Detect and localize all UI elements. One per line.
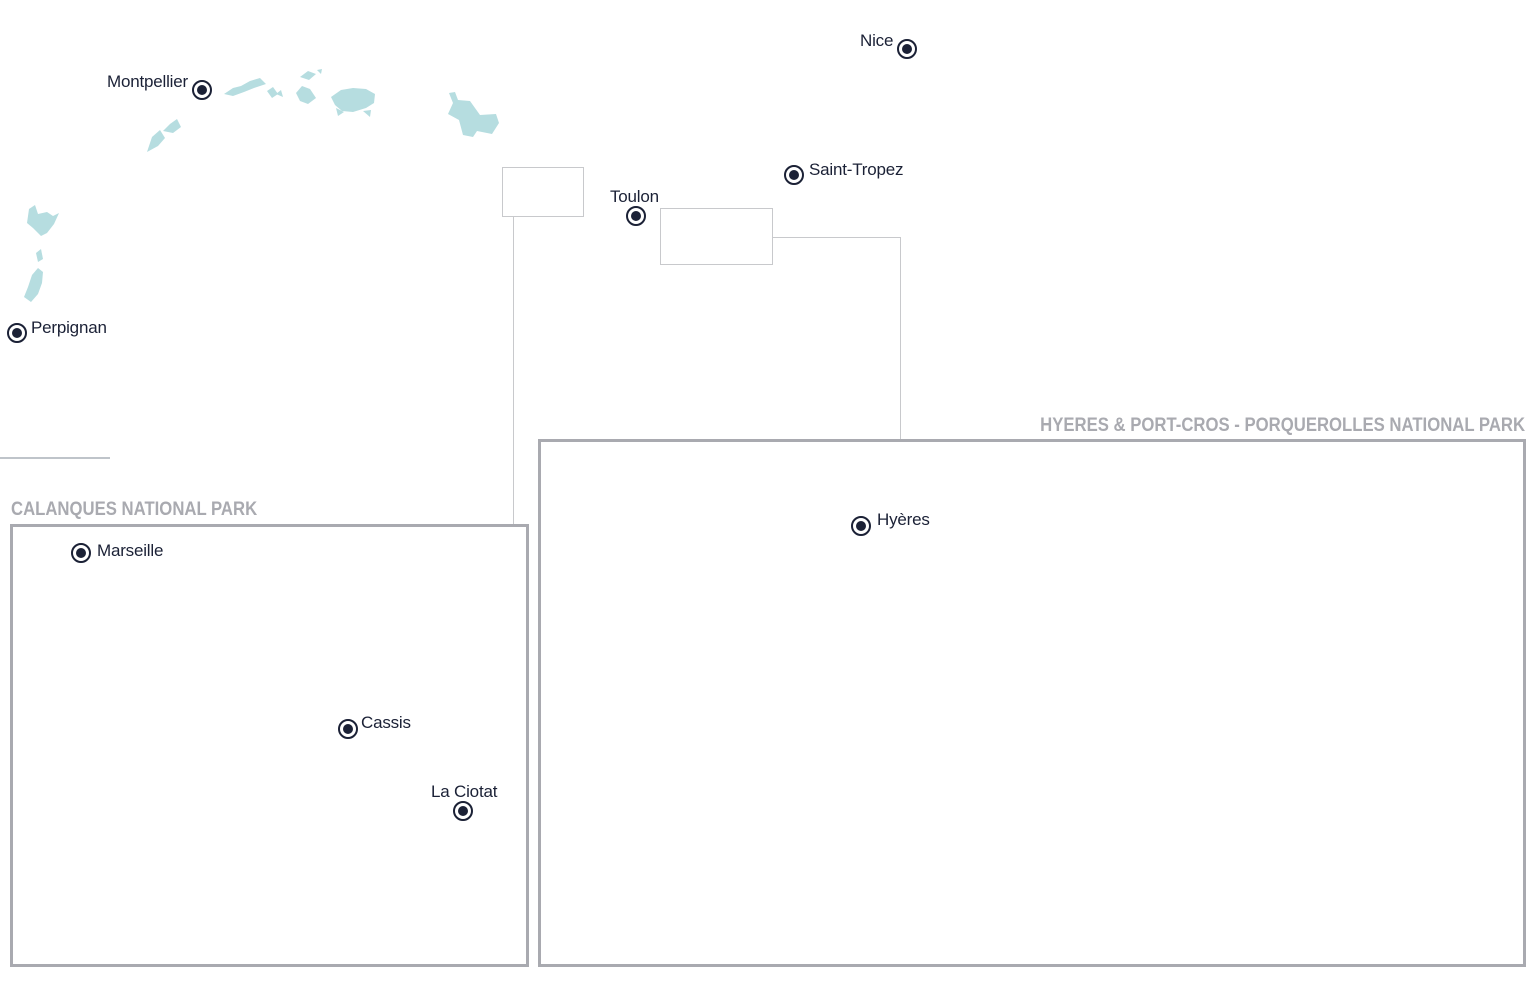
city-marker-icon[interactable] — [338, 719, 358, 739]
city-label: Saint-Tropez — [809, 160, 904, 179]
hyeres-port-cros-park-inset — [538, 439, 1526, 967]
wetland-area — [24, 268, 43, 302]
wetland-area — [363, 110, 371, 117]
calanques-park-inset — [10, 524, 529, 967]
wetland-area — [163, 119, 181, 133]
calanques-leader-line — [513, 216, 514, 525]
city-marker-icon[interactable] — [192, 80, 212, 100]
wetland-area — [267, 87, 278, 98]
city-label: Montpellier — [107, 72, 188, 91]
wetland-area — [27, 205, 59, 236]
city-label: Nice — [860, 31, 894, 50]
city-label: La Ciotat — [431, 782, 498, 801]
city-marker-icon[interactable] — [453, 801, 473, 821]
wetland-area — [331, 88, 375, 112]
hyeres-leader-line-horizontal — [772, 237, 901, 238]
city-marker-icon[interactable] — [626, 206, 646, 226]
wetland-area — [336, 108, 344, 116]
wetland-area — [36, 249, 43, 262]
city-marker-icon[interactable] — [784, 165, 804, 185]
city-marker-icon[interactable] — [7, 323, 27, 343]
calanques-locator-frame — [502, 167, 584, 217]
city-label: Cassis — [361, 713, 411, 732]
city-label: Toulon — [610, 187, 659, 206]
hyeres-locator-frame — [660, 208, 773, 265]
wetland-area — [448, 92, 499, 137]
wetland-area — [147, 130, 165, 152]
wetland-area — [296, 86, 316, 104]
city-marker-icon[interactable] — [897, 39, 917, 59]
wetland-area — [224, 78, 266, 96]
city-marker-icon[interactable] — [851, 516, 871, 536]
city-marker-icon[interactable] — [71, 543, 91, 563]
city-label: Perpignan — [31, 318, 107, 337]
city-label: Hyères — [877, 510, 930, 529]
wetland-area — [276, 90, 283, 97]
wetland-area — [300, 71, 316, 80]
calanques-park-title: CALANQUES NATIONAL PARK — [11, 499, 258, 520]
wetland-area — [317, 69, 322, 74]
hyeres-leader-line-vertical — [900, 237, 901, 440]
city-label: Marseille — [97, 541, 164, 560]
hyeres-port-cros-park-title: HYERES & PORT-CROS - PORQUEROLLES NATION… — [1040, 415, 1525, 436]
